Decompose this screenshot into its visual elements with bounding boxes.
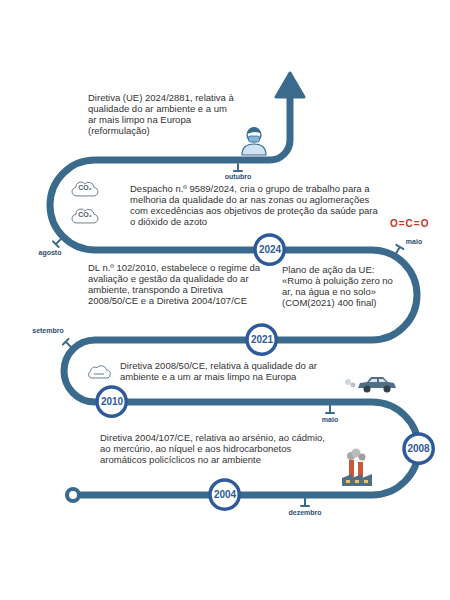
road-arrowhead xyxy=(276,73,304,97)
cloud-outline xyxy=(72,181,98,195)
month-label: dezembro xyxy=(288,509,321,517)
month-label: agosto xyxy=(39,249,62,257)
month-tick xyxy=(326,406,334,414)
month-tick xyxy=(396,245,403,253)
year-circle: 2004 xyxy=(208,478,241,511)
event-text: Despacho n.º 9589/2024, cria o grupo de … xyxy=(130,183,380,227)
molecule-formula: O=C=O xyxy=(390,218,429,230)
year-ring xyxy=(97,387,126,416)
event-text: Diretiva (UE) 2024/2881, relativa à qual… xyxy=(88,92,236,136)
month-ticks xyxy=(53,164,403,506)
air-quality-cloud-icon xyxy=(89,366,111,378)
person-head xyxy=(247,128,261,142)
car-icon xyxy=(345,377,396,393)
month-tick xyxy=(301,499,309,507)
year-label: 2010 xyxy=(101,396,123,408)
factory-window xyxy=(346,480,350,483)
month-tick xyxy=(63,339,71,347)
factory-window xyxy=(364,480,368,483)
year-ring xyxy=(247,325,276,354)
cloud-label: CO₂ xyxy=(78,211,92,219)
car-window xyxy=(369,379,386,382)
exhaust-puff xyxy=(351,383,356,388)
factory-window xyxy=(355,480,359,483)
year-label: 2004 xyxy=(214,489,236,501)
factory-building xyxy=(342,474,372,486)
road-start-ring xyxy=(67,489,79,501)
year-circle: 2024 xyxy=(253,233,286,266)
year-circle: 2021 xyxy=(245,323,278,356)
month-label: maio xyxy=(322,416,338,424)
cloud-label: CO₂ xyxy=(78,184,92,192)
month-label: maio xyxy=(406,238,422,246)
month-tick xyxy=(234,164,242,171)
cloud-outline xyxy=(89,366,111,378)
year-ring xyxy=(404,434,433,463)
person-hair xyxy=(247,127,261,134)
year-ring xyxy=(255,235,284,264)
event-text: Diretiva 2004/107/CE, relativa ao arséni… xyxy=(100,432,335,465)
smoke xyxy=(359,454,366,461)
factory-icon xyxy=(342,449,372,487)
event-text: Plano de ação da UE: «Rumo à poluição ze… xyxy=(282,264,400,308)
month-tick xyxy=(53,239,61,247)
cloud-outline xyxy=(72,208,98,222)
car-wheel xyxy=(364,386,371,393)
co2-cloud: CO₂ xyxy=(71,180,99,197)
year-circle: 2008 xyxy=(402,432,435,465)
masked-person-icon xyxy=(242,127,266,155)
year-ring xyxy=(210,480,239,509)
month-label: setembro xyxy=(32,327,64,335)
year-label: 2008 xyxy=(407,443,429,455)
year-circle: 2010 xyxy=(95,385,128,418)
exhaust-puff xyxy=(345,379,351,385)
year-label: 2024 xyxy=(259,244,281,256)
mask-straps xyxy=(247,135,261,137)
co2-cloud: CO₂ xyxy=(71,207,99,224)
face-mask xyxy=(249,136,260,142)
car-wheel xyxy=(384,386,391,393)
timeline-road xyxy=(50,95,419,495)
cloud-marks xyxy=(94,373,104,375)
person-shoulders xyxy=(242,144,266,155)
event-text: Diretiva 2008/50/CE, relativa à qualidad… xyxy=(120,360,350,382)
year-label: 2021 xyxy=(251,334,273,346)
car-body xyxy=(358,377,396,388)
event-text: DL n.º 102/2010, estabelece o regime da … xyxy=(88,262,273,306)
month-label: outubro xyxy=(225,173,251,181)
